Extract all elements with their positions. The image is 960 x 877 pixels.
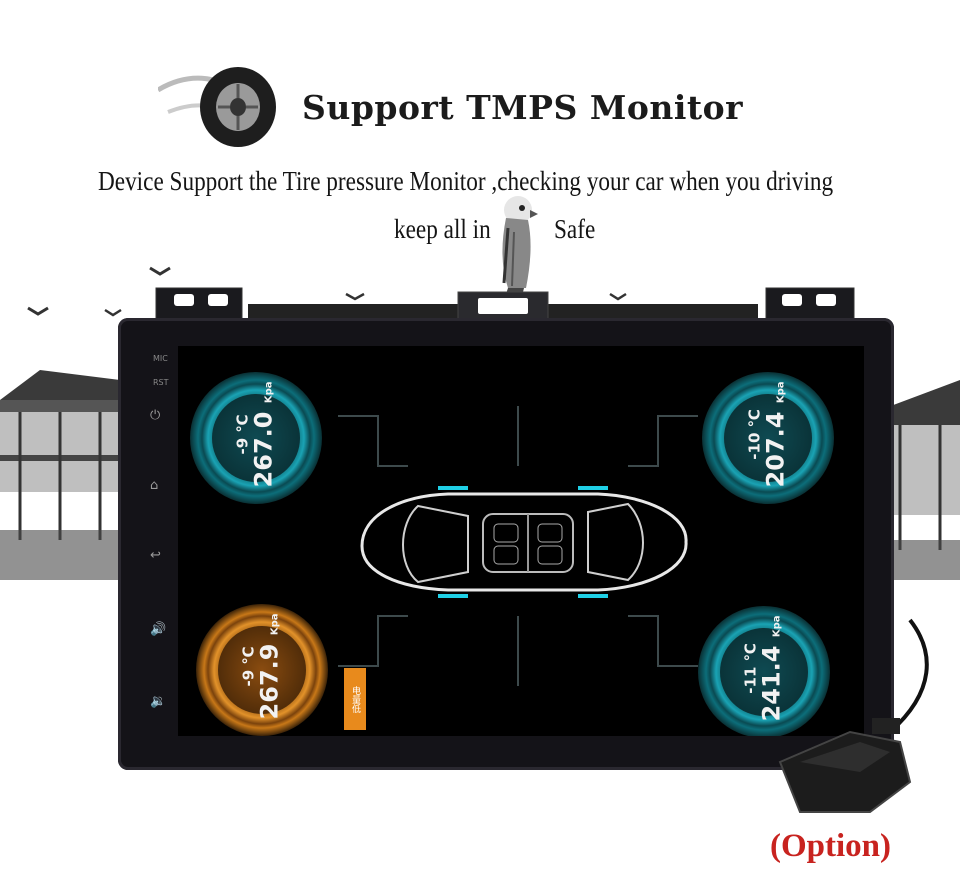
tire-gauge-front-left: -9 ℃ 267.0 Kpa (190, 372, 322, 504)
tire-gauge-rear-left: -9 ℃ 267.9 Kpa (196, 604, 328, 736)
pressure-unit: Kpa (263, 381, 275, 404)
tire-gauge-rear-right: -11 ℃ 241.4 Kpa (698, 606, 830, 736)
page-title: Support TMPS Monitor (302, 88, 744, 127)
pressure-unit: Kpa (775, 381, 787, 404)
tpms-sensor-module (778, 618, 929, 813)
volume-up-icon[interactable]: 🔊 (150, 622, 167, 637)
volume-down-icon[interactable]: 🔉 (150, 694, 167, 709)
tire-icon (158, 67, 276, 147)
mic-label: MIC (153, 354, 168, 363)
car-wireframe (360, 486, 688, 598)
tire-pressure: 267.9 (255, 643, 284, 720)
power-icon[interactable]: ⏻ (150, 408, 161, 423)
tpms-screen: -9 ℃ 267.0 Kpa -10 ℃ 207.4 Kpa -9 ℃ 267.… (178, 346, 864, 736)
subtitle-line-2a: keep all in (394, 214, 491, 244)
option-label: (Option) (770, 828, 892, 864)
connector-lines (338, 406, 698, 686)
tire-pressure: 267.0 (249, 411, 278, 488)
subtitle-line-2b: Safe (554, 214, 596, 244)
rst-label: RST (153, 378, 169, 387)
subtitle-line-1: Device Support the Tire pressure Monitor… (98, 166, 834, 196)
tire-pressure: 207.4 (761, 411, 790, 488)
tire-gauge-front-right: -10 ℃ 207.4 Kpa (702, 372, 834, 504)
low-battery-tag: 电量低 (344, 668, 366, 730)
pressure-unit: Kpa (269, 613, 281, 636)
background-scenery (0, 266, 960, 580)
home-icon[interactable]: ⌂ (150, 478, 159, 493)
back-icon[interactable]: ↩ (150, 548, 161, 563)
